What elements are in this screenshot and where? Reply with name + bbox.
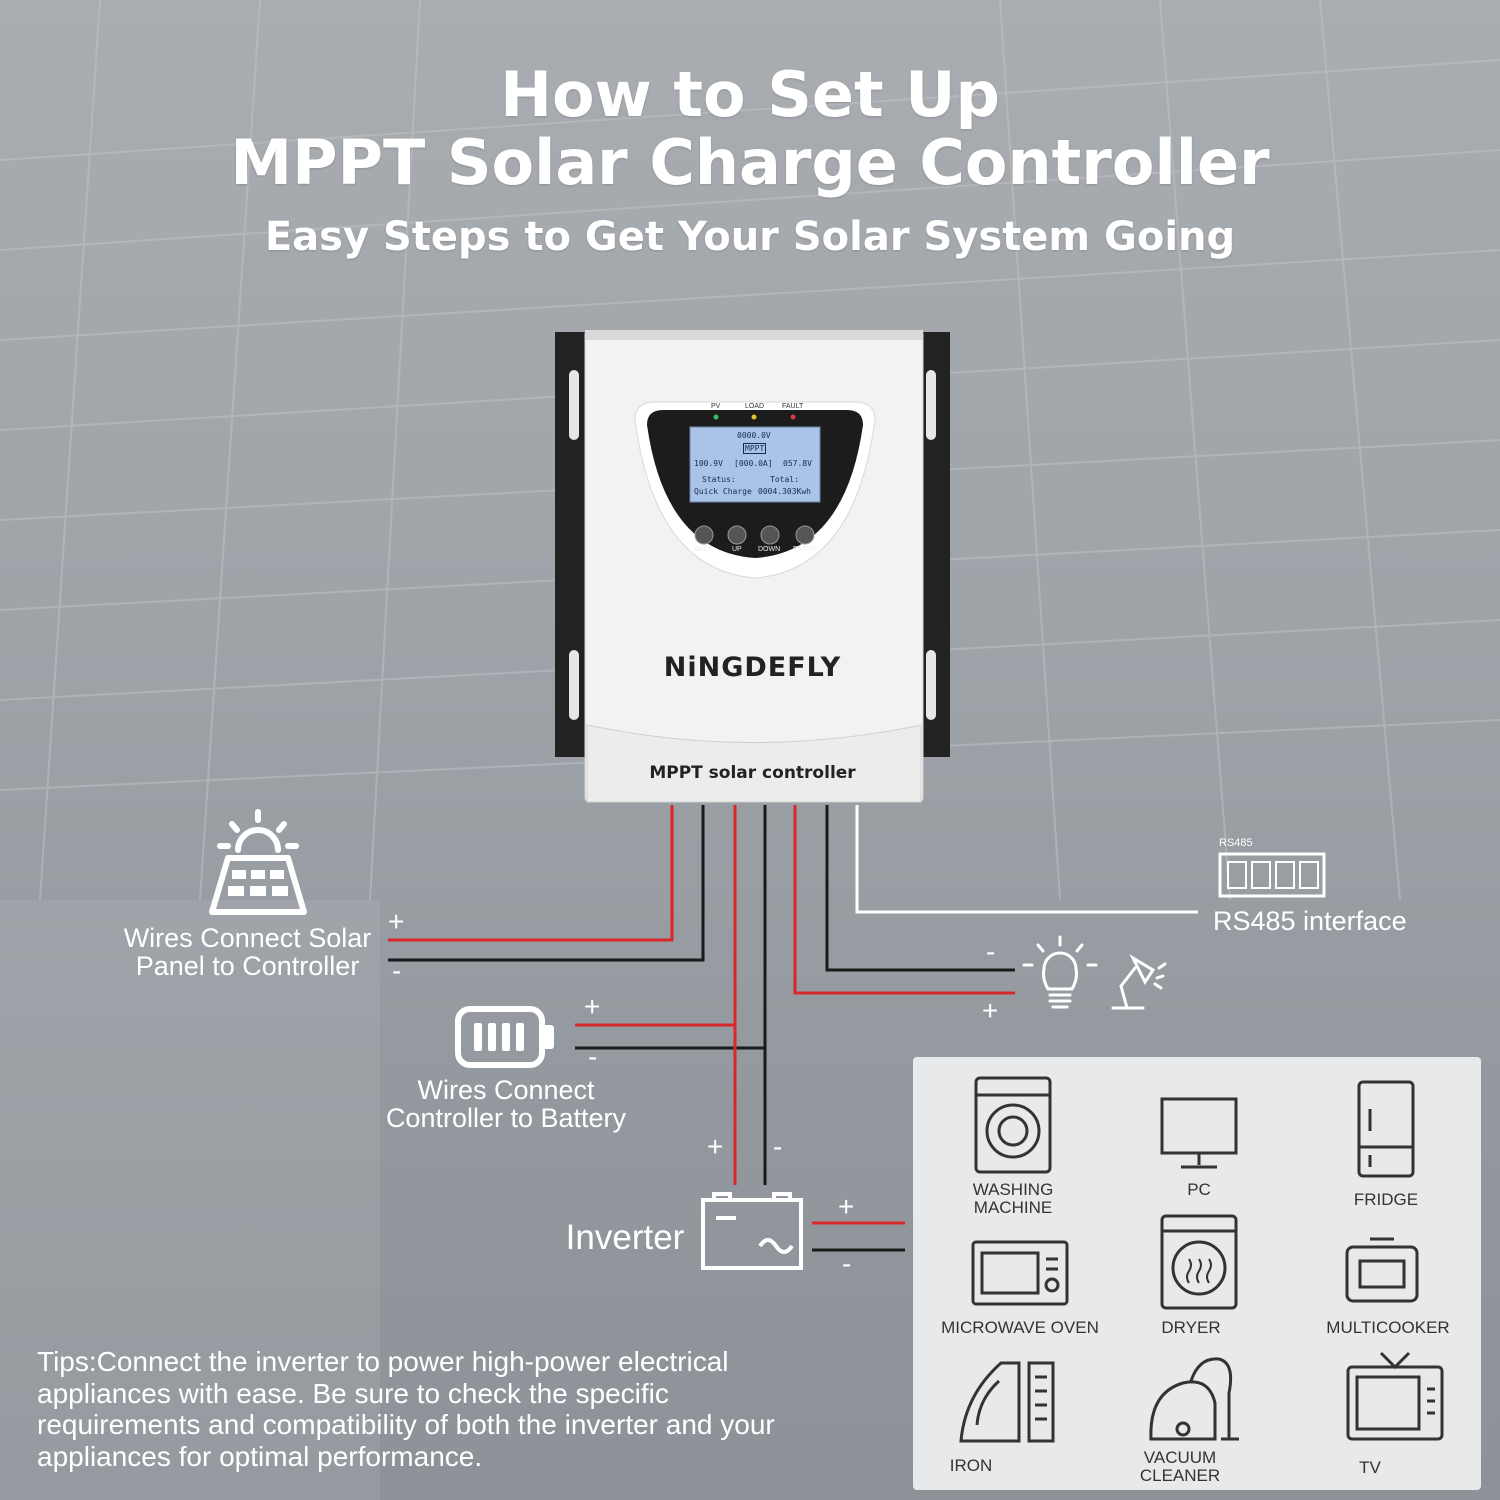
rs485-port-icon [1218,852,1326,898]
appliance-fridge: FRIDGE [1326,1079,1446,1229]
load-minus-sign: - [986,936,996,967]
lcd-battery-voltage: 057.8V [783,459,812,468]
brand-logo: NiNGDEFLY [663,652,842,683]
title-line-2: MPPT Solar Charge Controller [230,126,1270,199]
led-pv-label: PV [711,403,721,410]
lcd-mode: MPPT [743,443,767,454]
rs485-wire [855,805,1198,914]
lcd-status-value: Quick Charge [694,487,752,496]
mppt-controller-device: PV LOAD FAULT 0000.0V MPPT 100.9V [000.0… [555,330,950,805]
appliance-label: IRON [949,1456,993,1475]
tips-text: Tips:Connect the inverter to power high-… [37,1346,775,1472]
appliance-minus-sign: - [842,1248,852,1279]
appliance-vacuum: VACUUM CLEANER [1129,1353,1259,1488]
inverter-label: Inverter [565,1218,685,1257]
rs485-label: RS485 interface [1213,906,1407,936]
appliance-multicooker: MULTICOOKER [1318,1235,1458,1345]
appliance-pc: PC [1139,1095,1259,1225]
down-button-label: DOWN [758,546,781,553]
controller-body [555,330,950,803]
led-fault-label: FAULT [782,403,804,410]
tv-icon [1346,1351,1444,1441]
led-load-label: LOAD [745,403,765,410]
model-label: MPPT solar controller [649,763,856,783]
dryer-icon [1160,1214,1238,1310]
solar-positive-wire [388,805,674,942]
back-button-label: BACK [694,546,714,553]
inverter-plus-sign: + [707,1131,724,1162]
rs485-small-label: RS485 [1219,837,1253,849]
subtitle: Easy Steps to Get Your Solar System Goin… [264,214,1236,260]
appliance-label: MULTICOOKER [1326,1318,1450,1337]
appliance-label: FRIDGE [1353,1190,1419,1209]
pc-monitor-icon [1160,1097,1238,1169]
appliance-label: TV [1359,1458,1381,1477]
lcd-top-voltage: 0000.0V [737,431,771,440]
appliance-label: VACUUM CLEANER [1139,1448,1221,1485]
appliance-washing-machine: WASHING MACHINE [953,1075,1073,1225]
title-line-1: How to Set Up [500,58,1000,131]
battery-label: Wires Connect Controller to Battery [385,1075,627,1133]
solar-panel-icon [209,809,307,915]
solar-negative-wire [388,805,705,962]
load-negative-wire [825,805,1015,972]
solar-minus-sign: - [392,955,402,986]
enter-button-label: ENTER [793,546,817,553]
vacuum-cleaner-icon [1149,1357,1239,1441]
inverter-minus-sign: - [773,1131,783,1162]
appliance-dryer: DRYER [1145,1213,1265,1343]
appliances-panel: WASHING MACHINE PC FRIDGE MICROWAVE OVEN [913,1057,1481,1490]
battery-icon [455,1006,554,1068]
appliance-label: DRYER [1161,1318,1221,1337]
microwave-icon [971,1240,1069,1306]
multicooker-icon [1345,1237,1419,1303]
washing-machine-icon [974,1076,1052,1174]
lcd-status-label: Status: [702,475,736,484]
lcd-current: [000.0A] [734,459,773,468]
lcd-total-label: Total: [770,475,799,484]
desk-lamp-icon [1111,954,1167,1010]
fridge-icon [1357,1080,1415,1178]
appliance-microwave: MICROWAVE OVEN [935,1239,1105,1339]
appliance-label: MICROWAVE OVEN [941,1318,1099,1337]
iron-icon [959,1361,1055,1443]
up-button-label: UP [732,546,742,553]
light-bulb-icon [1022,935,1098,1009]
appliance-tv: TV [1329,1349,1459,1484]
solar-plus-sign: + [388,906,405,937]
inverter-icon [701,1192,803,1270]
appliance-plus-sign: + [838,1191,855,1222]
solar-label: Wires Connect Solar Panel to Controller [123,923,372,981]
battery-plus-sign: + [584,991,601,1022]
lcd-pv-voltage: 100.9V [694,459,723,468]
lcd-total-value: 0004.303Kwh [758,487,811,496]
load-positive-wire [793,805,1015,995]
appliance-iron: IRON [941,1355,1061,1485]
appliance-label: WASHING MACHINE [972,1180,1054,1217]
battery-minus-sign: - [588,1041,598,1072]
load-plus-sign: + [982,995,999,1026]
appliance-label: PC [1187,1180,1211,1199]
